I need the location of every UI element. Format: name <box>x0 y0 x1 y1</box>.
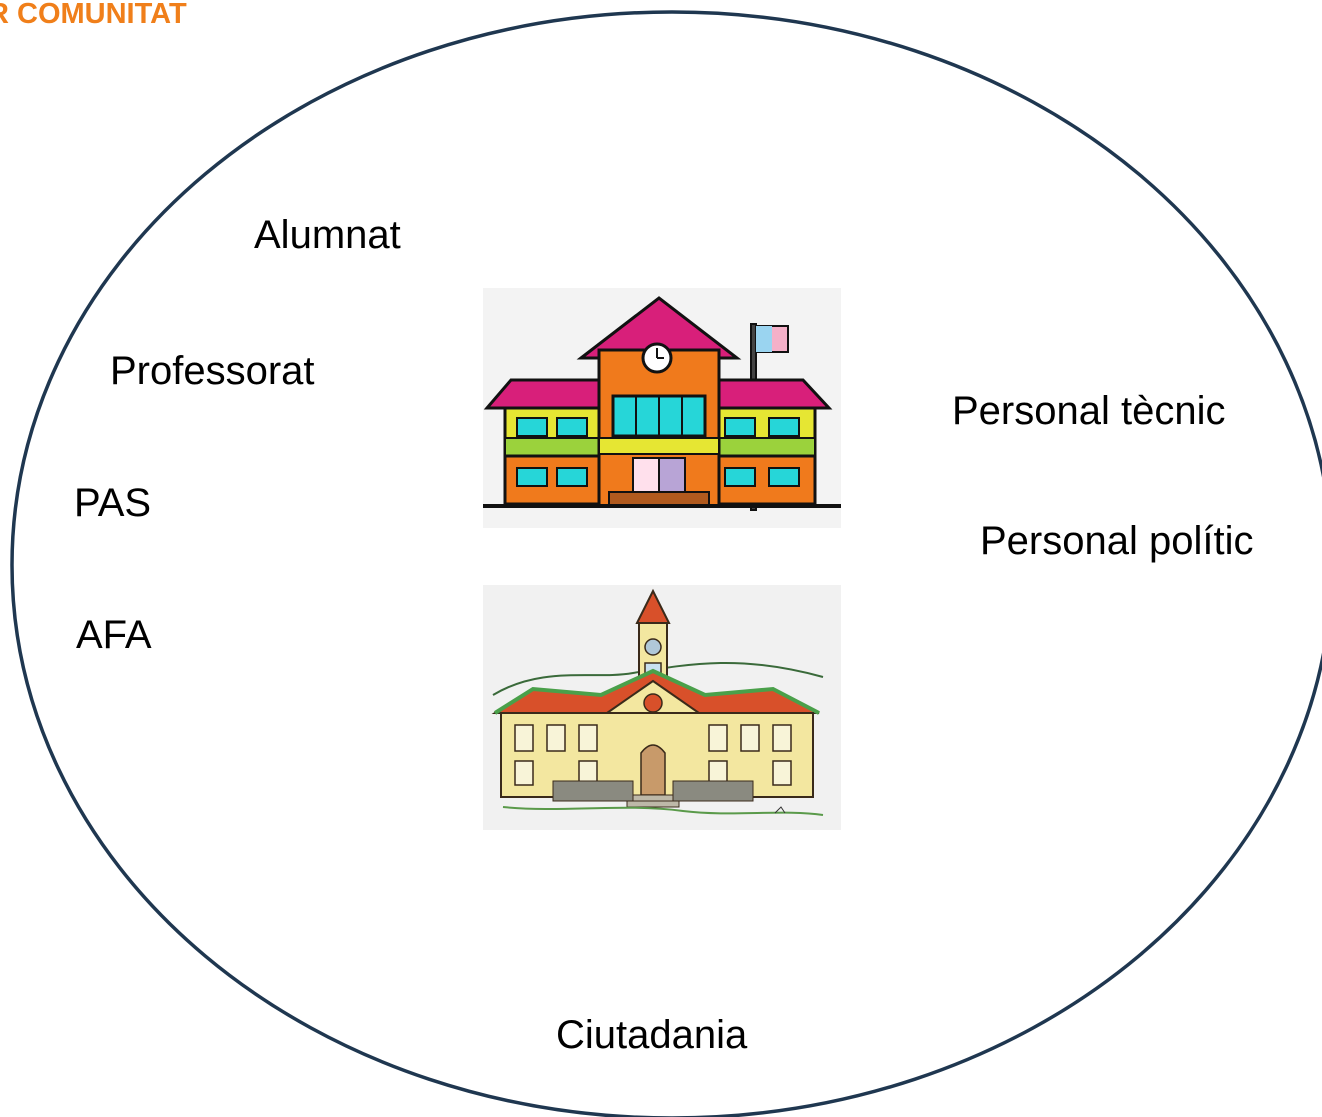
label-alumnat: Alumnat <box>254 213 401 257</box>
label-ciutadania: Ciutadania <box>556 1013 748 1057</box>
label-personal-tecnic: Personal tècnic <box>952 389 1226 433</box>
school-building-icon <box>483 296 841 511</box>
town-hall-image <box>483 585 841 830</box>
label-professorat: Professorat <box>110 349 315 393</box>
school-image <box>483 288 841 528</box>
slide-title: R COMUNITAT <box>0 0 187 30</box>
label-pas: PAS <box>74 481 152 525</box>
ellipse-outline <box>10 10 1322 1117</box>
town-hall-building-icon <box>491 588 824 816</box>
label-personal-politic: Personal polític <box>980 519 1254 563</box>
label-afa: AFA <box>76 613 152 657</box>
